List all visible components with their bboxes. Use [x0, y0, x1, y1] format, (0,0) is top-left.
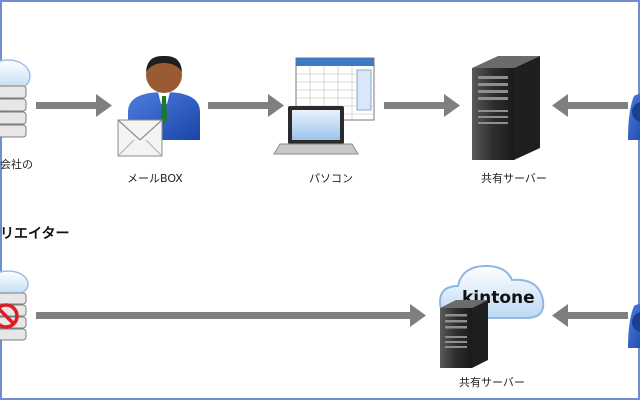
- cloud-database-icon: [0, 59, 31, 138]
- arrow-right-icon: [208, 94, 284, 117]
- arrow-left-icon: [552, 94, 628, 117]
- person-icon: [628, 304, 640, 348]
- server-icon: [440, 300, 488, 368]
- laptop-spreadsheet-icon: [273, 57, 375, 155]
- cloud-database-icon: [0, 270, 29, 341]
- arrow-right-icon: [36, 304, 426, 327]
- mailbox-label: メールBOX: [127, 172, 183, 185]
- prohibited-icon: [0, 303, 19, 329]
- arrow-right-icon: [384, 94, 460, 117]
- person-mail-icon: [117, 55, 200, 157]
- shared-server-label: 共有サーバー: [481, 172, 547, 185]
- arrow-left-icon: [552, 304, 628, 327]
- person-icon: [628, 94, 640, 140]
- arrow-right-icon: [36, 94, 112, 117]
- server-icon: [472, 56, 540, 160]
- section-title: リエイター: [0, 226, 70, 242]
- shared-server-label: 共有サーバー: [459, 376, 525, 389]
- company-label: 会社の: [0, 158, 33, 171]
- pc-label: パソコン: [309, 172, 353, 185]
